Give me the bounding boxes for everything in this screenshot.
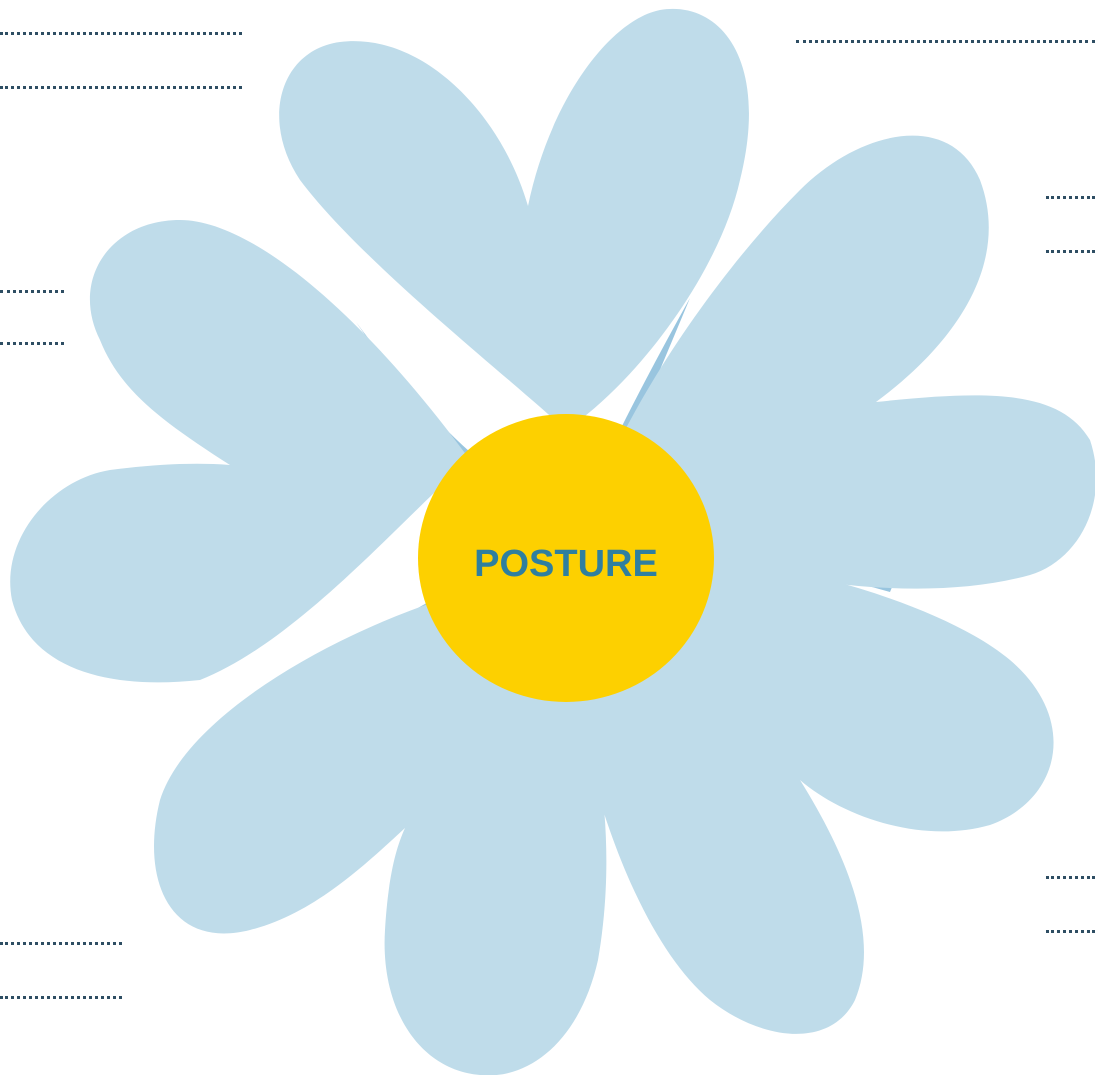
answer-line-lower-right-2[interactable] bbox=[1046, 930, 1095, 933]
answer-line-lower-right-1[interactable] bbox=[1046, 876, 1095, 879]
petal-left bbox=[10, 220, 470, 682]
answer-line-mid-left-1[interactable] bbox=[0, 290, 64, 293]
center-label: POSTURE bbox=[474, 543, 658, 585]
answer-line-upper-right-2[interactable] bbox=[1046, 250, 1095, 253]
answer-line-bottom-left-2[interactable] bbox=[0, 996, 122, 999]
answer-line-upper-right-1[interactable] bbox=[1046, 196, 1095, 199]
answer-line-mid-left-2[interactable] bbox=[0, 342, 64, 345]
answer-line-bottom-left-1[interactable] bbox=[0, 942, 122, 945]
answer-line-top-left-2[interactable] bbox=[0, 86, 242, 89]
answer-line-top-right-1[interactable] bbox=[796, 40, 1095, 43]
answer-line-top-left-1[interactable] bbox=[0, 32, 242, 35]
